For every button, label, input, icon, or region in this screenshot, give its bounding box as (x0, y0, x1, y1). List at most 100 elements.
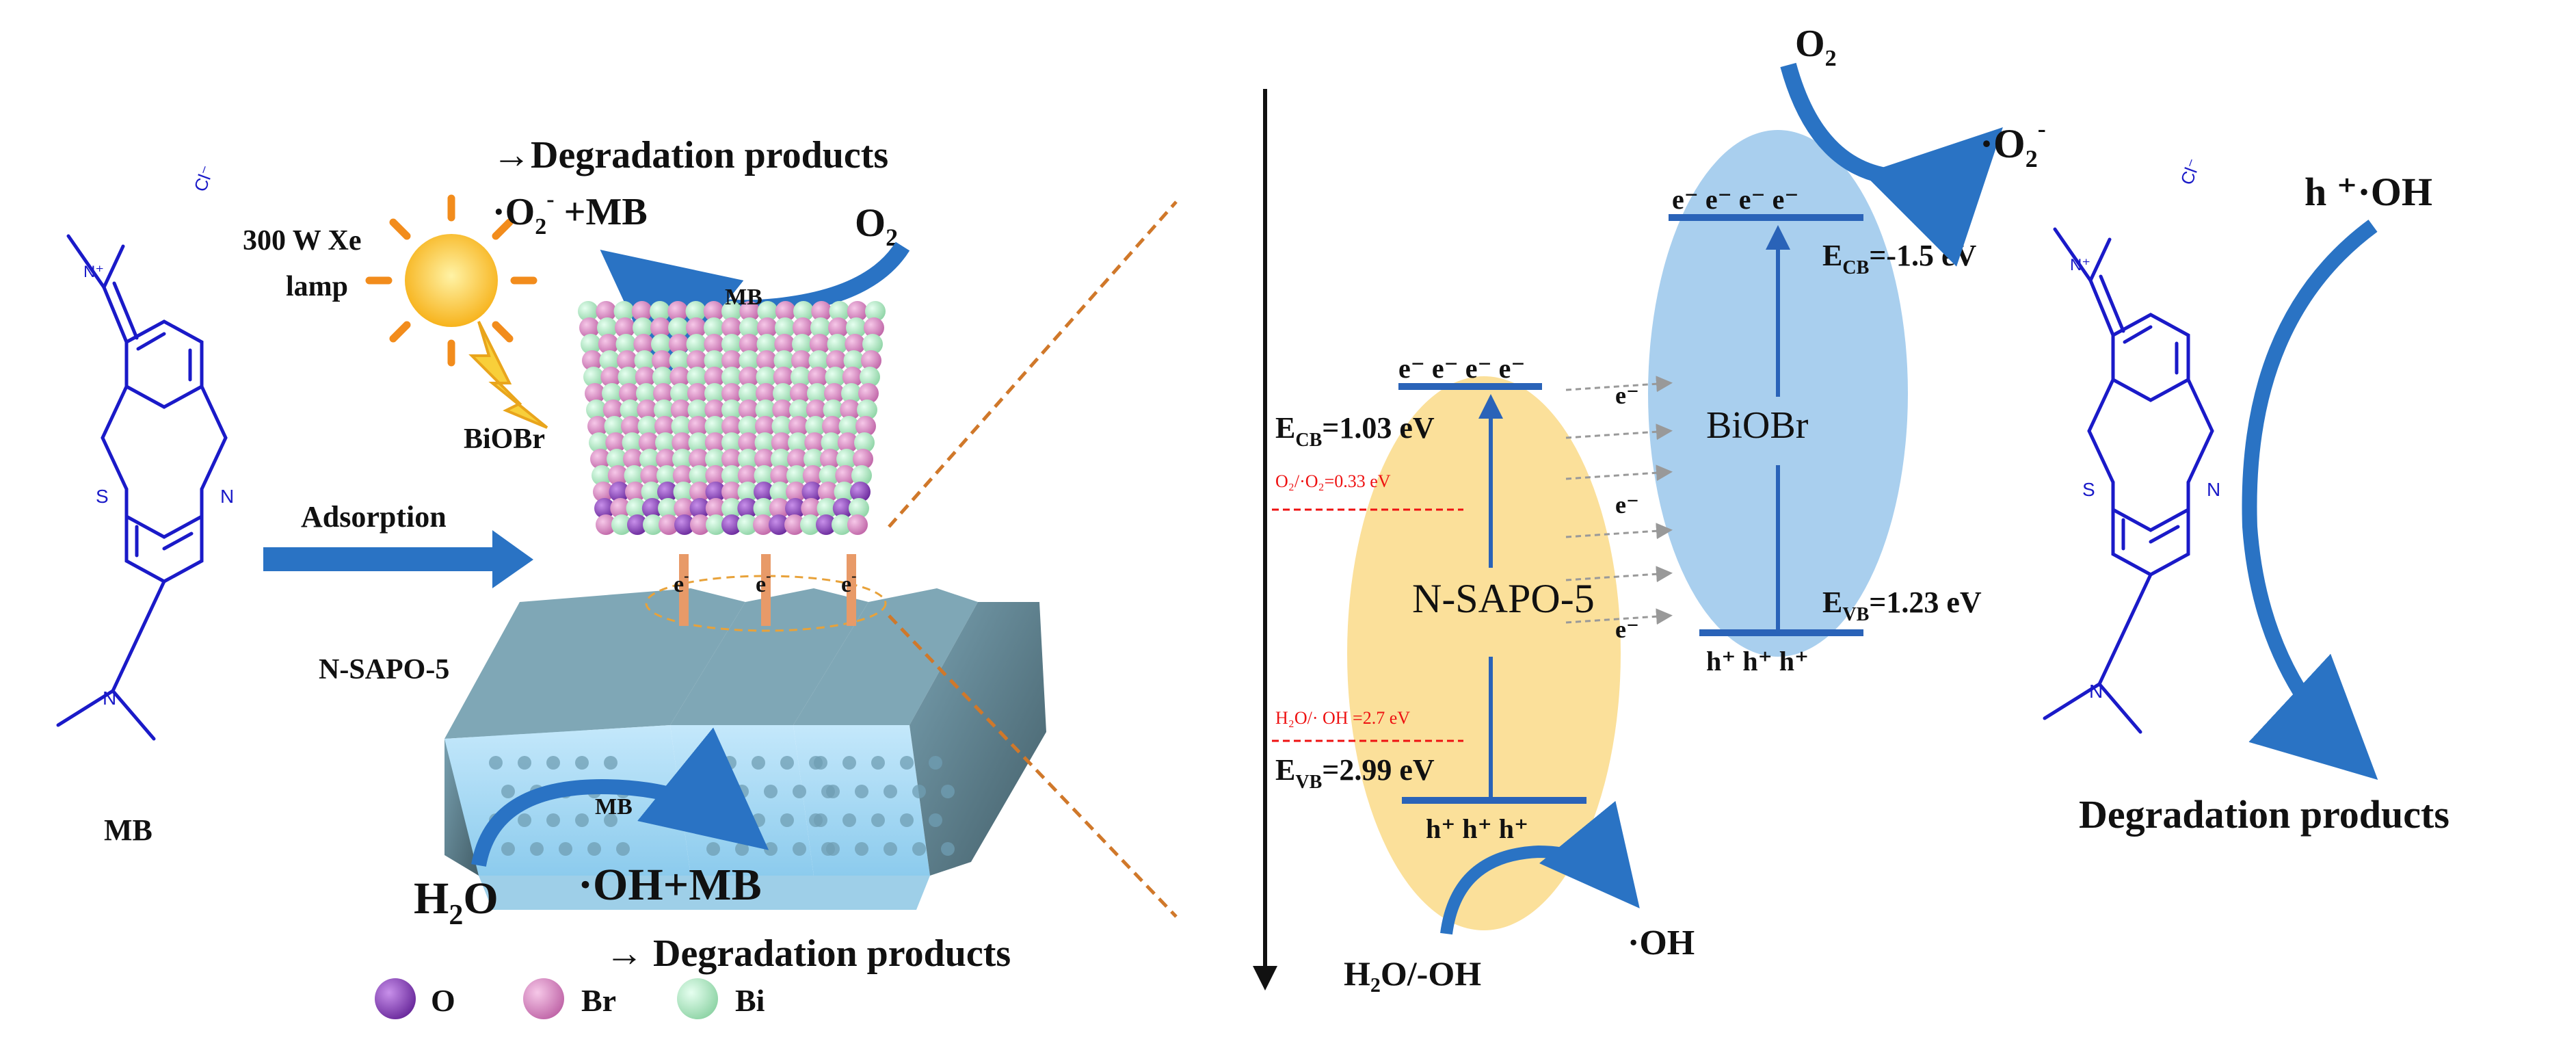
lattice-atom (738, 416, 759, 436)
pore (604, 756, 618, 770)
lattice-atom (667, 301, 689, 322)
pore (764, 842, 778, 856)
lattice-atom (721, 317, 742, 338)
lattice-atom (640, 465, 661, 486)
pore (489, 756, 503, 770)
lattice-atom (687, 383, 708, 404)
h2o-oh-couple-label: H₂O/-OH (1344, 954, 1481, 993)
lattice-atom (827, 334, 848, 354)
lattice-atom (597, 317, 618, 338)
lattice-atom (669, 350, 690, 371)
lattice-atom (657, 482, 678, 502)
pore (855, 842, 868, 856)
lattice-atom (788, 432, 808, 453)
lattice-atom (801, 482, 823, 502)
lattice-atom (609, 482, 630, 502)
legend-oxygen-swatch (375, 978, 416, 1019)
biobr-lamp-label: BiOBr (464, 423, 545, 455)
transfer-electron-label-2: e⁻ (1615, 491, 1639, 519)
mb-bottom-label: MB (595, 794, 633, 820)
lattice-atom (754, 465, 775, 486)
zoom-guide-line-bottom (888, 614, 1178, 918)
lattice-atom (820, 449, 840, 469)
lattice-atom (753, 514, 773, 535)
pore (814, 813, 827, 827)
lattice-atom (605, 432, 626, 453)
pore (814, 756, 827, 770)
lattice-atom (786, 465, 807, 486)
lattice-atom (611, 514, 632, 535)
lightning-bolt-icon (468, 321, 548, 429)
lattice-atom (770, 465, 791, 486)
lattice-atom (769, 498, 790, 519)
lattice-atom (721, 399, 742, 420)
lattice-atom (672, 432, 693, 453)
lattice-atom (756, 350, 777, 371)
lattice-atom (772, 399, 793, 420)
degradation-curved-arrow (2242, 220, 2378, 780)
transfer-arrow (1565, 376, 1673, 393)
top-superoxide-reaction: ·O2- +MB (492, 187, 648, 239)
lattice-atom (641, 482, 662, 502)
lattice-atom (579, 317, 600, 338)
n-sapo-5-evb-label: EVB=2.99 eV (1275, 753, 1435, 793)
lattice-atom (737, 482, 758, 502)
lattice-atom (607, 465, 628, 486)
transfer-arrow (1565, 566, 1673, 583)
pore (912, 842, 926, 856)
lattice-atom (633, 334, 654, 354)
lattice-atom (769, 514, 789, 535)
pore (559, 842, 572, 856)
lattice-atom (753, 498, 774, 519)
mb-sulfur-left: S (96, 486, 109, 507)
pore (929, 756, 942, 770)
lattice-atom (828, 317, 849, 338)
lattice-atom (757, 317, 778, 338)
lattice-atom (610, 498, 631, 519)
lattice-atom (805, 416, 826, 436)
lattice-atom (842, 367, 863, 387)
lattice-atom (851, 465, 872, 486)
lattice-atom (689, 465, 710, 486)
biobr-evb-label: EVB=1.23 eV (1822, 586, 1982, 625)
lattice-atom (739, 367, 760, 387)
pore (871, 756, 885, 770)
mb-nitrogen-left: N (220, 486, 234, 507)
pore (855, 785, 868, 798)
lattice-atom (771, 416, 793, 436)
lattice-atom (690, 514, 711, 535)
lattice-atom (739, 317, 760, 338)
lattice-atom (686, 334, 707, 354)
lattice-atom (668, 317, 689, 338)
lattice-atom (686, 317, 706, 338)
lattice-atom (808, 367, 829, 387)
lattice-atom (687, 350, 707, 371)
lattice-atom (721, 482, 742, 502)
pore (826, 785, 840, 798)
lattice-atom (622, 432, 643, 453)
lattice-atom (590, 449, 611, 469)
biobr-vb-holes: h⁺ h⁺ h⁺ (1706, 646, 1809, 677)
lattice-atom (704, 416, 726, 436)
electron-label-1: e- (674, 567, 689, 597)
mb-amine-n-left: N (103, 687, 116, 709)
lattice-atom (754, 449, 775, 469)
pore (780, 756, 794, 770)
mb-sulfur-right: S (2082, 479, 2095, 500)
pore (706, 842, 720, 856)
lattice-atom (651, 334, 672, 354)
lattice-atom (658, 498, 678, 519)
lattice-atom (641, 498, 663, 519)
lattice-atom (704, 367, 725, 387)
lattice-atom (804, 432, 825, 453)
lattice-atom (737, 465, 758, 486)
lattice-atom (853, 449, 873, 469)
pore (575, 756, 589, 770)
lattice-atom (637, 416, 659, 436)
interface-ellipse (645, 575, 887, 632)
lattice-atom (721, 383, 742, 404)
o2-redox-potential-label: O₂/·O₂=0.33 eV (1275, 471, 1391, 491)
lattice-atom (775, 301, 796, 322)
lattice-atom (687, 367, 708, 387)
mb-counterion-right: Cl⁻ (2176, 156, 2204, 187)
